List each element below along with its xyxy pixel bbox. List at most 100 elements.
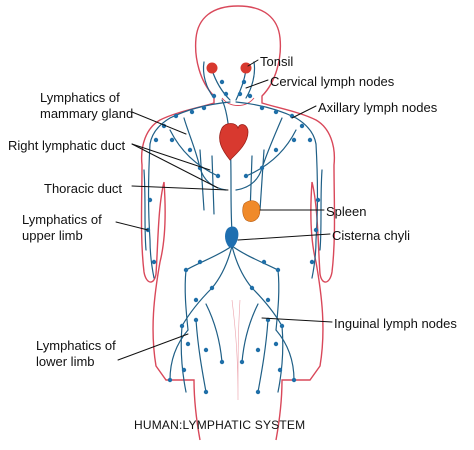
right-lymphatic-duct-pointer-2 — [131, 143, 219, 189]
lymph-node — [223, 91, 229, 97]
label-cervical-lymph-nodes: Cervical lymph nodes — [270, 74, 395, 89]
diagram-caption: HUMAN:LYMPHATIC SYSTEM — [134, 418, 306, 432]
lymphatic-vessel — [241, 303, 259, 363]
lymph-node — [309, 259, 315, 265]
lymph-node — [193, 317, 199, 323]
tonsil-pointer — [247, 59, 259, 67]
lymph-nodes — [145, 79, 321, 395]
body-outline — [140, 5, 336, 441]
lymph-node — [315, 197, 321, 203]
lymph-node — [203, 389, 209, 395]
cisterna-chyli-pointer — [237, 233, 331, 241]
label-lymphatics-lower-limb: Lymphatics of lower limb — [36, 338, 116, 369]
lymph-node — [201, 105, 207, 111]
cervical-pointer — [245, 79, 269, 89]
lymph-node — [255, 389, 261, 395]
lymphatic-vessel — [181, 287, 213, 327]
lymph-node — [197, 259, 203, 265]
right-tonsil — [240, 62, 252, 74]
heart-organ — [219, 123, 249, 161]
label-spleen: Spleen — [326, 204, 367, 219]
lymphatic-vessel — [251, 287, 283, 327]
lymph-node — [215, 173, 221, 179]
lymph-node — [203, 347, 209, 353]
lymph-node — [153, 137, 159, 143]
inguinal-pointer — [261, 317, 333, 323]
lymph-node — [209, 285, 215, 291]
lymph-node — [273, 341, 279, 347]
lymph-node — [237, 91, 243, 97]
lymphatic-vessel — [195, 319, 207, 393]
lymph-node — [147, 197, 153, 203]
lymphatic-vessel — [275, 329, 295, 381]
lymphatic-vessel — [169, 329, 189, 381]
lymphatic-vessel — [319, 169, 323, 251]
upper-limb-pointer — [115, 221, 149, 231]
label-axillary-lymph-nodes: Axillary lymph nodes — [318, 100, 438, 115]
lymph-node — [185, 341, 191, 347]
lymphatic-vessel — [311, 143, 319, 279]
label-pointers — [115, 59, 333, 361]
lower-limb-pointer — [117, 333, 189, 361]
lymphatic-vessel — [245, 61, 256, 99]
lymph-node — [241, 79, 247, 85]
leg-gap-outline — [231, 299, 241, 401]
lymph-node — [169, 137, 175, 143]
spleen-organ — [242, 200, 261, 222]
lymph-node — [259, 105, 265, 111]
lymph-node — [187, 147, 193, 153]
lymphatic-vessel — [149, 101, 231, 145]
lymph-node — [189, 109, 195, 115]
label-lymphatics-upper-limb: Lymphatics of upper limb — [22, 212, 102, 243]
cisterna-chyli-organ — [225, 226, 239, 248]
lymph-node — [167, 377, 173, 383]
lymph-node — [277, 367, 283, 373]
neck-outline — [221, 97, 255, 106]
lymphatic-vessel — [185, 245, 233, 271]
left-tonsil — [206, 62, 218, 74]
lymphatic-vessel — [211, 245, 233, 289]
lymphatic-vessel — [235, 101, 317, 145]
lymph-node — [265, 297, 271, 303]
lymph-node — [261, 259, 267, 265]
label-inguinal-lymph-nodes: Inguinal lymph nodes — [334, 316, 457, 331]
lymph-node — [243, 173, 249, 179]
lymphatic-vessel — [180, 325, 187, 393]
lymphatic-vessel — [277, 325, 284, 393]
lymph-node — [275, 267, 281, 273]
lymphatic-vessel — [147, 143, 155, 279]
lymph-node — [173, 113, 179, 119]
label-thoracic-duct: Thoracic duct — [44, 181, 123, 196]
lymphatic-vessel — [231, 245, 253, 289]
lymph-node — [273, 109, 279, 115]
lymph-node — [181, 367, 187, 373]
lymph-node — [299, 123, 305, 129]
lymph-node — [291, 137, 297, 143]
lymph-node — [255, 347, 261, 353]
lymph-node — [291, 377, 297, 383]
axillary-pointer — [291, 105, 317, 119]
label-right-lymphatic-duct: Right lymphatic duct — [8, 138, 126, 153]
lymphatic-vessel — [205, 303, 223, 363]
lymph-node — [279, 323, 285, 329]
lymphatic-vessel — [169, 129, 219, 177]
lymph-node — [151, 259, 157, 265]
lymphatic-vessel — [245, 129, 297, 177]
lymph-node — [273, 147, 279, 153]
lymph-node — [307, 137, 313, 143]
lymph-node — [179, 323, 185, 329]
lymphatic-vessel — [184, 269, 189, 331]
lymphatic-vessel — [257, 319, 269, 393]
label-lymphatics-mammary-gland: Lymphatics of mammary gland — [40, 90, 134, 121]
lymph-node — [183, 267, 189, 273]
right-lymphatic-duct-pointer — [131, 143, 211, 171]
lymph-node — [247, 93, 253, 99]
lymphatic-vessel — [275, 269, 280, 331]
lymph-node — [313, 227, 319, 233]
lymph-node — [239, 359, 245, 365]
lymphatic-vessel — [183, 117, 227, 191]
lymphatic-vessel — [221, 99, 233, 233]
lymph-node — [193, 297, 199, 303]
